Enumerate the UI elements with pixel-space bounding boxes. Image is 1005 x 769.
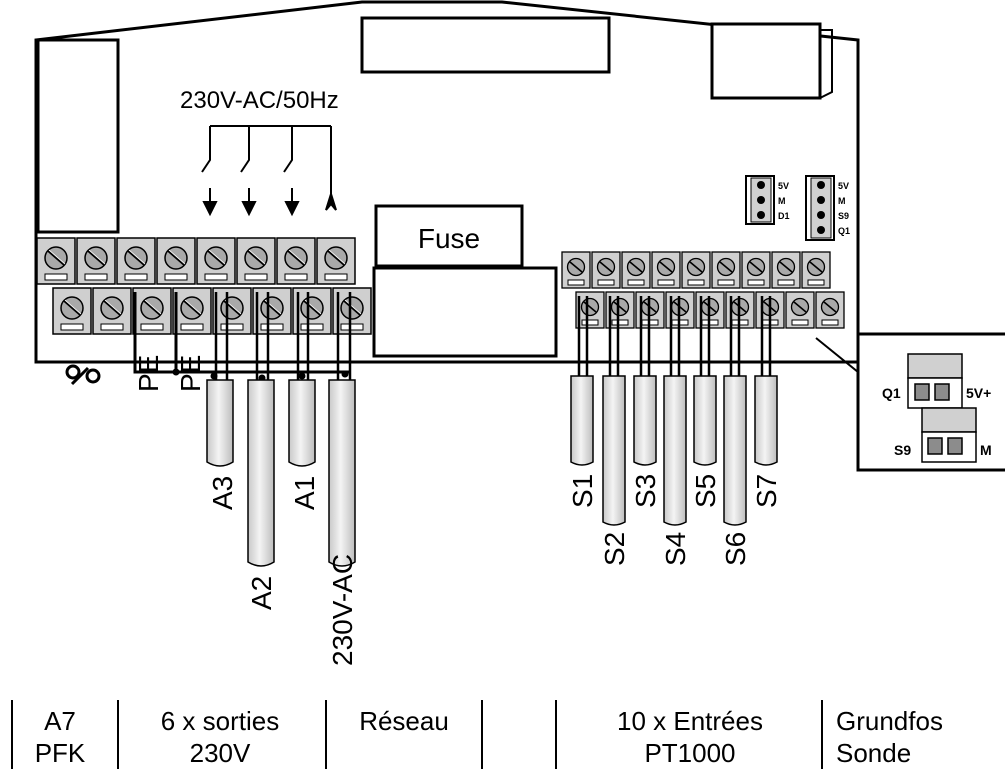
cable-label-a1: A1 bbox=[289, 476, 320, 510]
switch-symbols bbox=[201, 126, 337, 217]
footer-sorties-line1: 6 x sorties bbox=[161, 706, 280, 736]
footer-sorties-line2: 230V bbox=[190, 738, 251, 768]
fuse-label: Fuse bbox=[418, 223, 480, 254]
footer-entrees-line1: 10 x Entrées bbox=[617, 706, 763, 736]
pin-connector-a bbox=[745, 175, 775, 225]
footer-dividers bbox=[11, 700, 823, 769]
output-cables bbox=[206, 379, 356, 567]
footer-reseau-line1: Réseau bbox=[359, 706, 449, 736]
relay-block-side bbox=[819, 29, 833, 99]
footer-grundfos-line2: Sonde bbox=[836, 738, 911, 768]
pin-b-5v: 5V bbox=[838, 181, 849, 191]
footer-grundfos-line1: Grundfos bbox=[836, 706, 943, 736]
sensor-label-s2: S2 bbox=[599, 532, 630, 566]
pin-a-5v: 5V bbox=[778, 181, 789, 191]
voltage-label: 230V-AC/50Hz bbox=[180, 87, 339, 114]
output-cable-wires bbox=[214, 292, 352, 380]
right-terminal-row-upper bbox=[561, 251, 831, 289]
sensor-label-s7: S7 bbox=[751, 474, 782, 508]
pin-connector-b bbox=[805, 175, 835, 241]
cable-label-230v-ac: 230V-AC bbox=[327, 554, 358, 666]
mains-filter-block bbox=[372, 266, 558, 358]
pe-label-2: PE bbox=[175, 355, 206, 392]
sensor-label-s6: S6 bbox=[720, 532, 751, 566]
pe-label-1: PE bbox=[133, 355, 164, 392]
pin-b-q1: Q1 bbox=[838, 226, 850, 236]
pin-a-m: M bbox=[778, 196, 786, 206]
footer-a7-line1: A7 bbox=[44, 706, 76, 736]
detail-s9: S9 bbox=[894, 442, 911, 458]
footer-a7-line2: PFK bbox=[35, 738, 86, 768]
detail-q1: Q1 bbox=[882, 385, 901, 401]
detail-m: M bbox=[980, 442, 992, 458]
sensor-label-s3: S3 bbox=[630, 474, 661, 508]
key-icon bbox=[65, 364, 101, 386]
cable-label-a2: A2 bbox=[246, 576, 277, 610]
cable-label-a3: A3 bbox=[207, 476, 238, 510]
sensor-label-s4: S4 bbox=[660, 532, 691, 566]
relay-block bbox=[710, 22, 822, 100]
fuse-box bbox=[374, 204, 524, 268]
detail-5v: 5V+ bbox=[966, 385, 991, 401]
pin-b-s9: S9 bbox=[838, 211, 849, 221]
sensor-cable-wires bbox=[577, 296, 772, 376]
display-block bbox=[360, 16, 611, 74]
pe-wires bbox=[133, 292, 350, 374]
pin-a-d1: D1 bbox=[778, 211, 790, 221]
detail-connector bbox=[907, 353, 977, 463]
sensor-cables bbox=[570, 375, 778, 526]
transformer-block bbox=[36, 38, 120, 234]
footer-entrees-line2: PT1000 bbox=[644, 738, 735, 768]
sensor-label-s1: S1 bbox=[567, 474, 598, 508]
sensor-label-s5: S5 bbox=[690, 474, 721, 508]
pin-b-m: M bbox=[838, 196, 846, 206]
